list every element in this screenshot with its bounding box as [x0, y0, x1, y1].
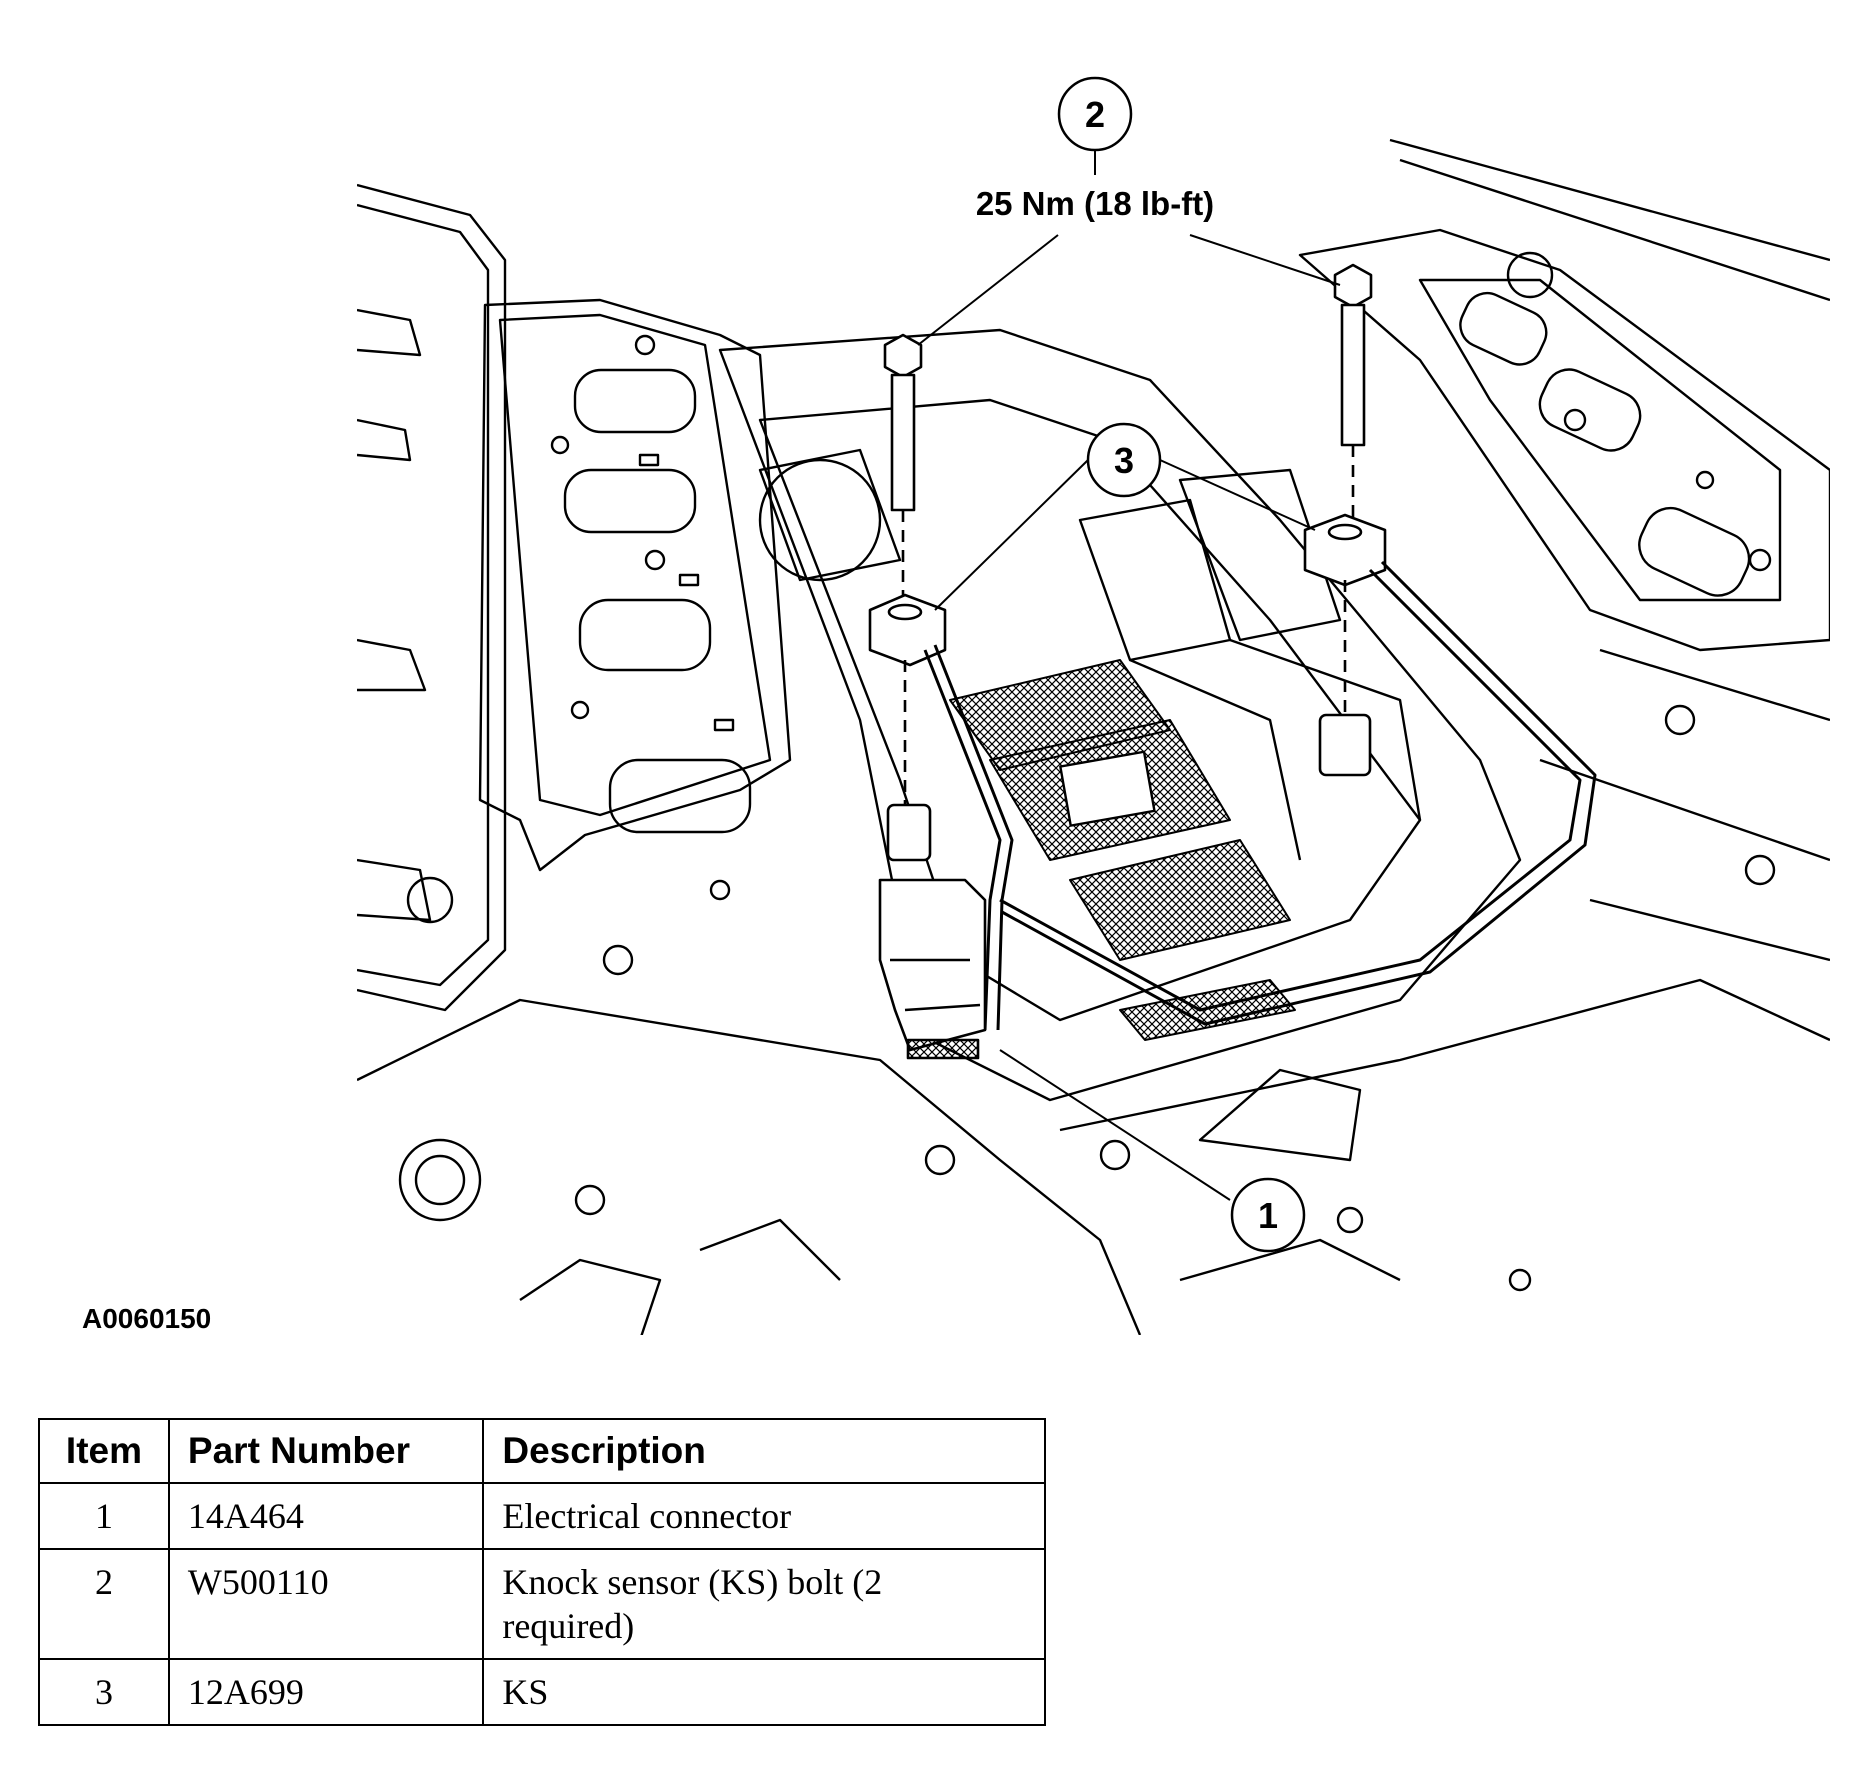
header-description: Description	[482, 1418, 1046, 1484]
table-row: 3 12A699 KS	[38, 1658, 1046, 1726]
callout-2-torque-label: 25 Nm (18 lb-ft)	[976, 185, 1214, 222]
right-manifold-flange	[1298, 138, 1830, 962]
knock-sensor-left	[868, 593, 947, 862]
callout-1: 1	[1230, 1177, 1306, 1253]
callout-3-number: 3	[1114, 440, 1134, 481]
table-row: 2 W500110 Knock sensor (KS) bolt (2 requ…	[38, 1548, 1046, 1660]
knock-sensor-right	[1303, 513, 1387, 777]
callout-2: 2 25 Nm (18 lb-ft)	[976, 76, 1214, 222]
cell-description: Knock sensor (KS) bolt (2 required)	[482, 1548, 1046, 1660]
cell-part-number: 12A699	[167, 1658, 485, 1726]
table-header-row: Item Part Number Description	[38, 1418, 1046, 1484]
callout-3: 3	[1086, 422, 1162, 498]
cell-part-number: W500110	[167, 1548, 485, 1660]
header-item: Item	[38, 1418, 170, 1484]
header-part-number: Part Number	[167, 1418, 485, 1484]
knock-sensor-harness	[923, 560, 1597, 1031]
callout-2-number: 2	[1085, 94, 1105, 135]
engine-valley	[718, 328, 1522, 1102]
cell-item: 1	[38, 1482, 170, 1550]
figure-id: A0060150	[82, 1303, 212, 1334]
electrical-connector	[878, 878, 987, 1060]
table-row: 1 14A464 Electrical connector	[38, 1482, 1046, 1550]
cell-description: Electrical connector	[482, 1482, 1046, 1550]
engine-block-knock-sensor-illustration: 2 25 Nm (18 lb-ft) 3 1	[357, 76, 1830, 1335]
cell-item: 2	[38, 1548, 170, 1660]
cell-item: 3	[38, 1658, 170, 1726]
cell-part-number: 14A464	[167, 1482, 485, 1550]
left-manifold-flange	[357, 183, 792, 1012]
cell-description: KS	[482, 1658, 1046, 1726]
ks-bolt-right	[1333, 263, 1373, 520]
ks-bolt-left	[883, 333, 923, 600]
parts-table: Item Part Number Description 1 14A464 El…	[38, 1418, 1046, 1726]
lower-block	[357, 978, 1830, 1335]
callout-1-number: 1	[1258, 1195, 1278, 1236]
